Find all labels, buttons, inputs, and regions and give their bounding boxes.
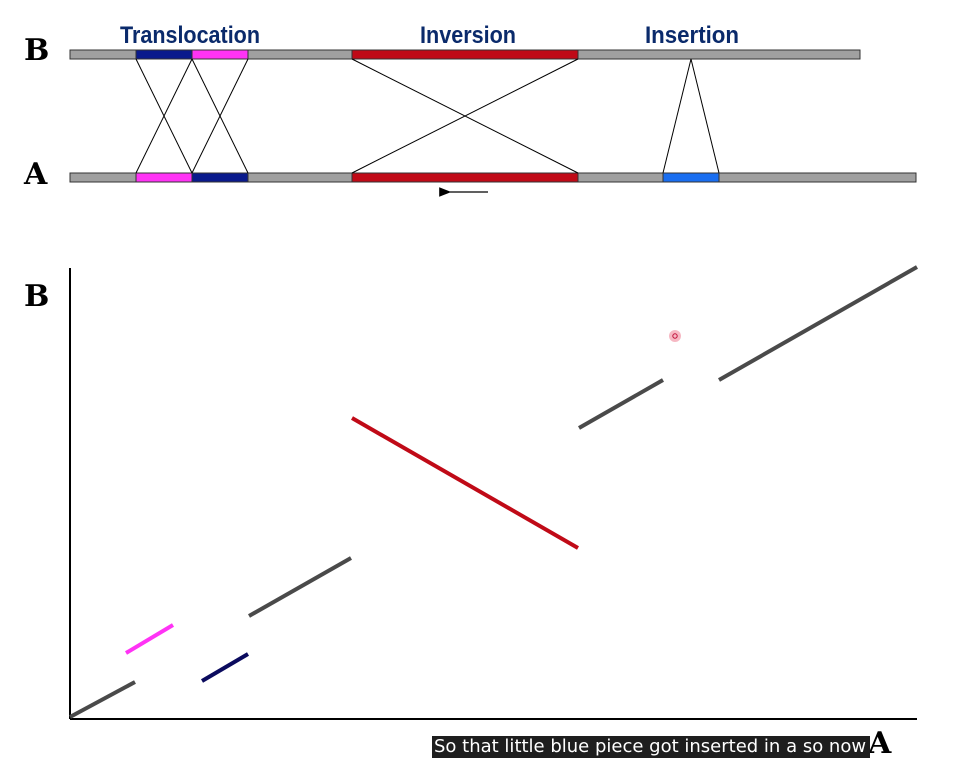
chromosome-a-translocation-dark-segment (191, 172, 249, 183)
connector-lines (135, 58, 720, 174)
chromosome-b-translocation-magenta-segment (191, 49, 249, 60)
dotplot: B (24, 265, 918, 720)
chromosome-b-inversion-segment (351, 49, 579, 60)
chromosome-a-inversion-segment (351, 172, 579, 183)
insertion-label: Insertion (645, 22, 739, 49)
inversion-label: Inversion (420, 22, 516, 49)
cursor-highlight (669, 330, 681, 342)
dotplot-y-axis-label: B (24, 279, 49, 314)
dotplot-segment (578, 378, 664, 430)
track-label-b: B (24, 33, 49, 68)
connector-line (662, 58, 692, 174)
video-caption: So that little blue piece got inserted i… (432, 736, 871, 758)
chromosome-a-insertion-segment (662, 172, 720, 183)
chromosome-a (69, 172, 917, 183)
track-label-a: A (23, 157, 48, 192)
dotplot-segment (69, 680, 136, 719)
dotplot-inversion-segment (351, 416, 579, 550)
cursor-dot (672, 333, 678, 339)
chromosome-a-translocation-magenta-segment (135, 172, 193, 183)
dotplot-segment (718, 265, 918, 382)
connector-line (351, 58, 579, 174)
connector-line (135, 58, 193, 174)
dotplot-translocation-magenta-segment (124, 623, 175, 655)
translocation-label: Translocation (120, 22, 260, 49)
dotplot-segment (248, 556, 352, 618)
connector-line (191, 58, 249, 174)
dotplot-translocation-dark-segment (200, 652, 250, 683)
connector-line (690, 58, 720, 174)
dotplot-x-axis-label: A (868, 726, 892, 761)
chromosome-b-translocation-dark-segment (135, 49, 193, 60)
chromosome-b (69, 49, 861, 60)
